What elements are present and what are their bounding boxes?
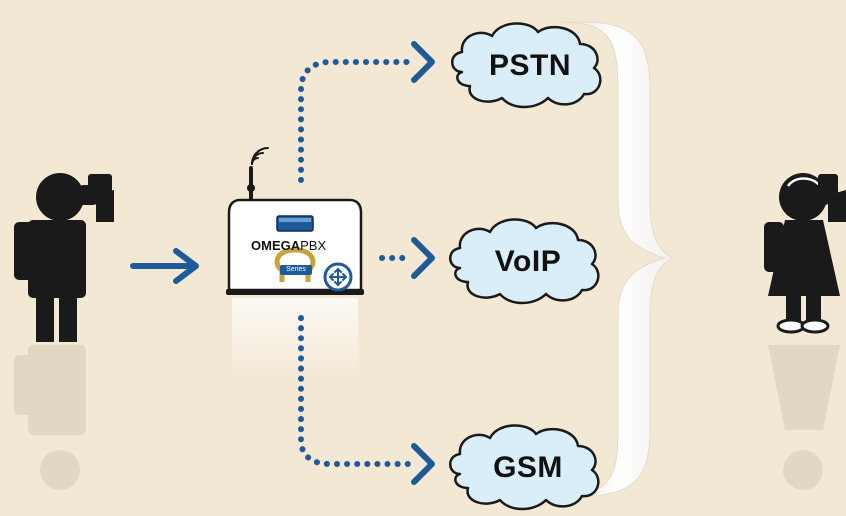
network-icon xyxy=(323,262,353,292)
receiver-reflection xyxy=(768,345,840,490)
cloud-label-voip: VoIP xyxy=(494,245,562,278)
device-brand-bold: OMEGA xyxy=(251,238,301,253)
connectors xyxy=(298,59,413,467)
cloud-label-pstn: PSTN xyxy=(488,49,571,82)
caller-reflection xyxy=(14,345,86,490)
device-reflection xyxy=(232,298,358,378)
cloud-pstn xyxy=(451,22,602,109)
signal-icon xyxy=(251,147,269,165)
connector-pstn xyxy=(298,59,413,183)
device-brand-light: PBX xyxy=(300,238,327,253)
receiver-icon xyxy=(764,173,846,334)
cloud-voip xyxy=(449,218,600,305)
cloud-gsm xyxy=(449,424,600,511)
device-brand-label: OMEGAPBX xyxy=(251,238,326,253)
device-series-badge: Series xyxy=(286,266,306,273)
connector-gsm xyxy=(298,315,413,467)
cloud-label-gsm: GSM xyxy=(493,451,563,484)
input-arrow xyxy=(130,248,199,284)
connector-arrowheads xyxy=(411,41,435,485)
pbx-device xyxy=(226,147,364,295)
caller-icon xyxy=(14,173,114,342)
